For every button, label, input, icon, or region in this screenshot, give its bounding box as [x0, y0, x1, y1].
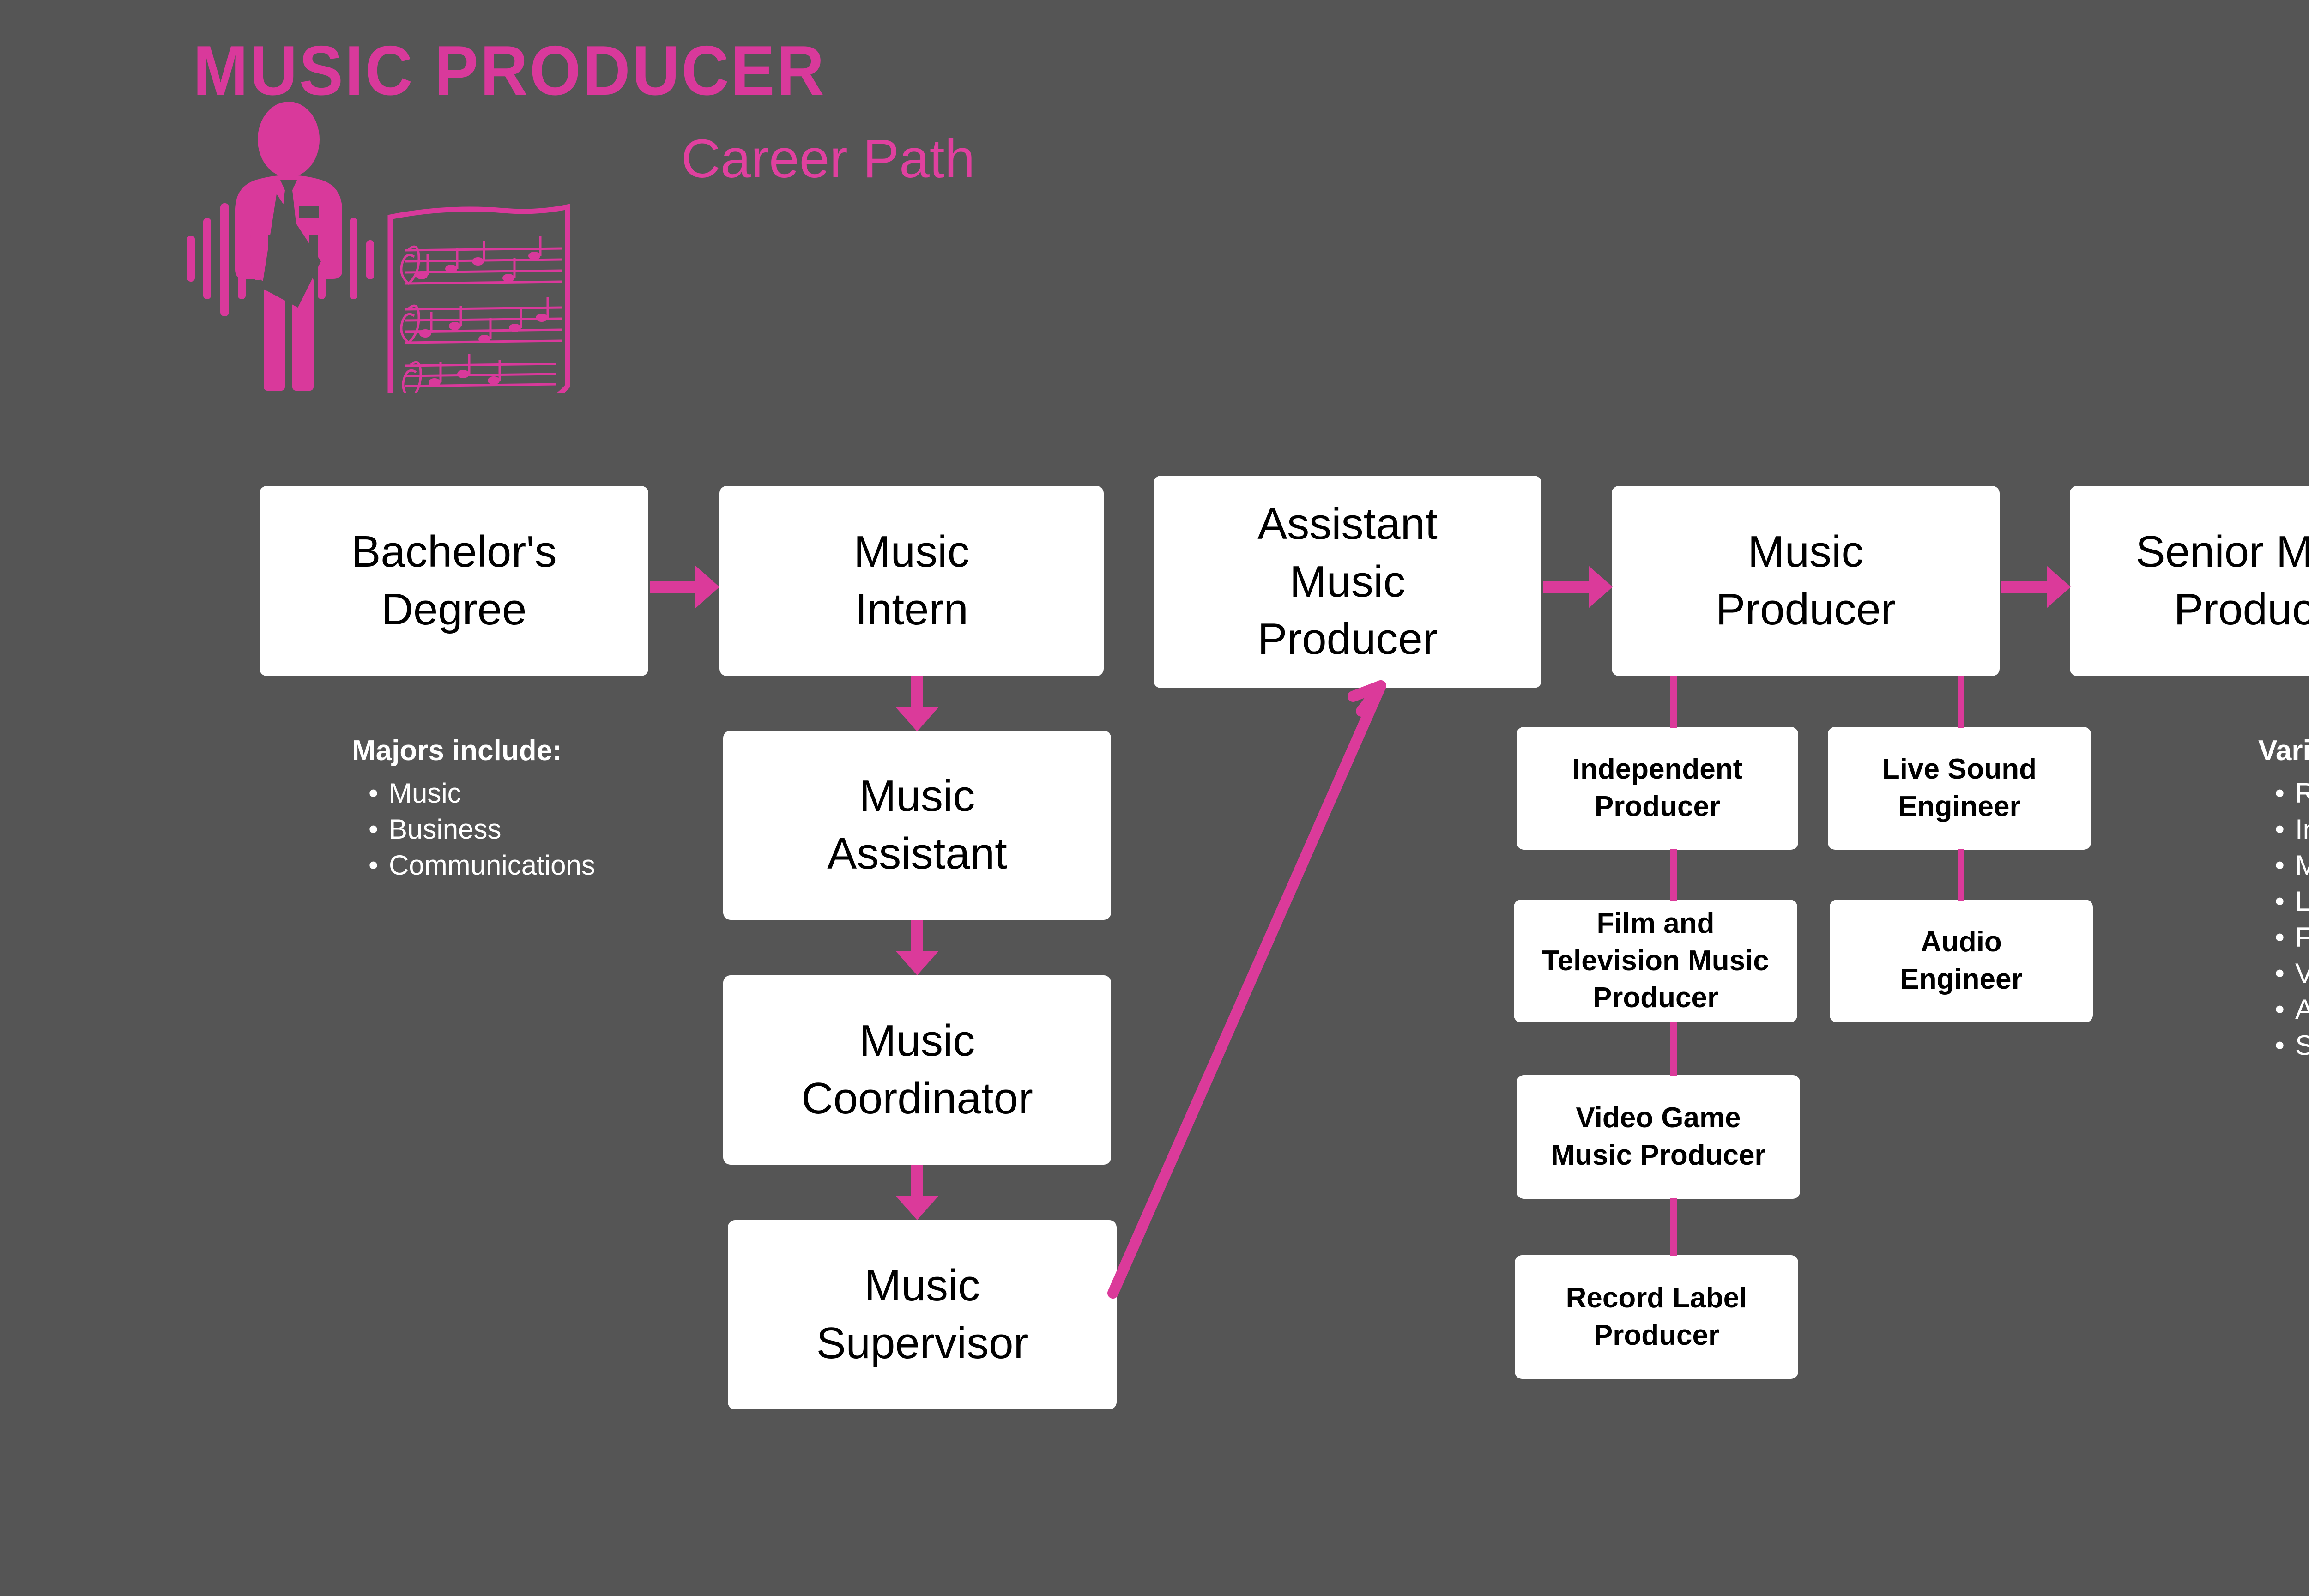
arrow-coordinator-to-supervisor	[911, 1165, 923, 1198]
areas-item-label: Advertising	[2295, 994, 2309, 1025]
arrow-assistant-to-coordinator	[911, 920, 923, 953]
bullet-icon: •	[369, 814, 379, 845]
list-item: • Music Studios	[2275, 847, 2309, 883]
node-label: Bachelor's Degree	[351, 527, 557, 634]
areas-item-label: Music Studios	[2295, 850, 2309, 881]
list-item: • Business	[369, 811, 595, 847]
page-title: MUSIC PRODUCER	[193, 31, 826, 110]
areas-item-label: Record Labels	[2295, 778, 2309, 809]
areas-item-label: Live Music Venues	[2295, 886, 2309, 917]
node-label: Audio Engineer	[1900, 926, 2023, 995]
bullet-icon: •	[369, 850, 379, 881]
node-label: Record Label Producer	[1566, 1282, 1747, 1351]
node-senior-music-producer[interactable]: Senior Music Producer	[2070, 486, 2309, 676]
arrow-intern-to-assistant	[911, 676, 923, 709]
majors-block: Majors include: • Music • Business • Commun…	[352, 734, 595, 883]
node-bachelors-degree[interactable]: Bachelor's Degree	[260, 486, 648, 676]
arrowhead-icon	[896, 951, 938, 975]
list-item: • Advertising	[2275, 991, 2309, 1028]
bullet-icon: •	[2275, 958, 2285, 989]
connector-livesound-to-audio	[1958, 849, 1964, 901]
music-producer-person-icon	[187, 102, 570, 393]
node-label: Music Supervisor	[816, 1261, 1028, 1368]
list-item: • Film and Television	[2275, 919, 2309, 955]
arrowhead-icon	[695, 566, 719, 608]
connector-producer-to-independent	[1670, 676, 1677, 728]
arrowhead-icon	[1589, 566, 1613, 608]
areas-item-label: Independent Labels	[2295, 814, 2309, 845]
arrowhead-icon	[896, 707, 938, 732]
bullet-icon: •	[2275, 886, 2285, 917]
node-music-intern[interactable]: Music Intern	[719, 486, 1104, 676]
node-audio-engineer[interactable]: Audio Engineer	[1830, 900, 2093, 1022]
majors-item-label: Music	[389, 778, 461, 809]
bullet-icon: •	[2275, 850, 2285, 881]
page-subtitle: Career Path	[681, 128, 975, 189]
areas-block: Variety of areas can work at: • Record La…	[2258, 734, 2309, 1064]
connector-film-to-videogame	[1670, 1022, 1677, 1076]
arrow-supervisor-to-assistant-producer	[1107, 680, 1386, 1299]
node-live-sound-engineer[interactable]: Live Sound Engineer	[1828, 727, 2091, 850]
node-music-producer[interactable]: Music Producer	[1612, 486, 2000, 676]
node-label: Senior Music Producer	[2135, 527, 2309, 634]
node-label: Assistant Music Producer	[1257, 499, 1438, 664]
node-music-supervisor[interactable]: Music Supervisor	[728, 1220, 1117, 1409]
list-item: • Record Labels	[2275, 775, 2309, 811]
bullet-icon: •	[369, 778, 379, 809]
majors-item-label: Business	[389, 814, 502, 845]
node-record-label-producer[interactable]: Record Label Producer	[1515, 1255, 1798, 1379]
arrow-assistant-to-producer	[1543, 581, 1590, 593]
bullet-icon: •	[2275, 922, 2285, 953]
arrow-producer-to-senior	[2001, 581, 2048, 593]
list-item: • Video Games	[2275, 955, 2309, 991]
connector-videogame-to-recordlabel	[1670, 1198, 1677, 1256]
node-music-coordinator[interactable]: Music Coordinator	[723, 975, 1111, 1165]
bullet-icon: •	[2275, 814, 2285, 845]
bullet-icon: •	[2275, 1030, 2285, 1061]
areas-item-label: Self-Employed	[2295, 1030, 2309, 1061]
list-item: • Music	[369, 775, 595, 811]
arrowhead-icon	[896, 1196, 938, 1220]
list-item: • Communications	[369, 847, 595, 883]
node-label: Music Intern	[853, 527, 970, 634]
bullet-icon: •	[2275, 778, 2285, 809]
node-film-television-music-producer[interactable]: Film and Television Music Producer	[1514, 900, 1797, 1022]
node-video-game-music-producer[interactable]: Video Game Music Producer	[1517, 1075, 1800, 1199]
majors-title: Majors include:	[352, 735, 562, 767]
list-item: • Live Music Venues	[2275, 883, 2309, 919]
node-label: Live Sound Engineer	[1882, 753, 2037, 822]
connector-independent-to-film	[1670, 849, 1677, 901]
node-label: Film and Television Music Producer	[1542, 907, 1769, 1014]
node-label: Music Producer	[1716, 527, 1896, 634]
bullet-icon: •	[2275, 994, 2285, 1025]
node-independent-producer[interactable]: Independent Producer	[1517, 727, 1798, 850]
areas-item-label: Film and Television	[2295, 922, 2309, 953]
node-label: Independent Producer	[1572, 753, 1743, 822]
node-assistant-music-producer[interactable]: Assistant Music Producer	[1154, 476, 1541, 688]
node-music-assistant[interactable]: Music Assistant	[723, 731, 1111, 920]
node-label: Music Assistant	[827, 771, 1007, 878]
node-label: Music Coordinator	[801, 1016, 1033, 1123]
majors-item-label: Communications	[389, 850, 595, 881]
areas-item-label: Video Games	[2295, 958, 2309, 989]
list-item: • Independent Labels	[2275, 811, 2309, 847]
arrow-bachelors-to-intern	[650, 581, 696, 593]
node-label: Video Game Music Producer	[1551, 1102, 1766, 1171]
connector-producer-to-livesound	[1958, 676, 1964, 728]
arrowhead-icon	[2047, 566, 2071, 608]
areas-title: Variety of areas can work at:	[2258, 735, 2309, 767]
list-item: • Self-Employed	[2275, 1028, 2309, 1064]
